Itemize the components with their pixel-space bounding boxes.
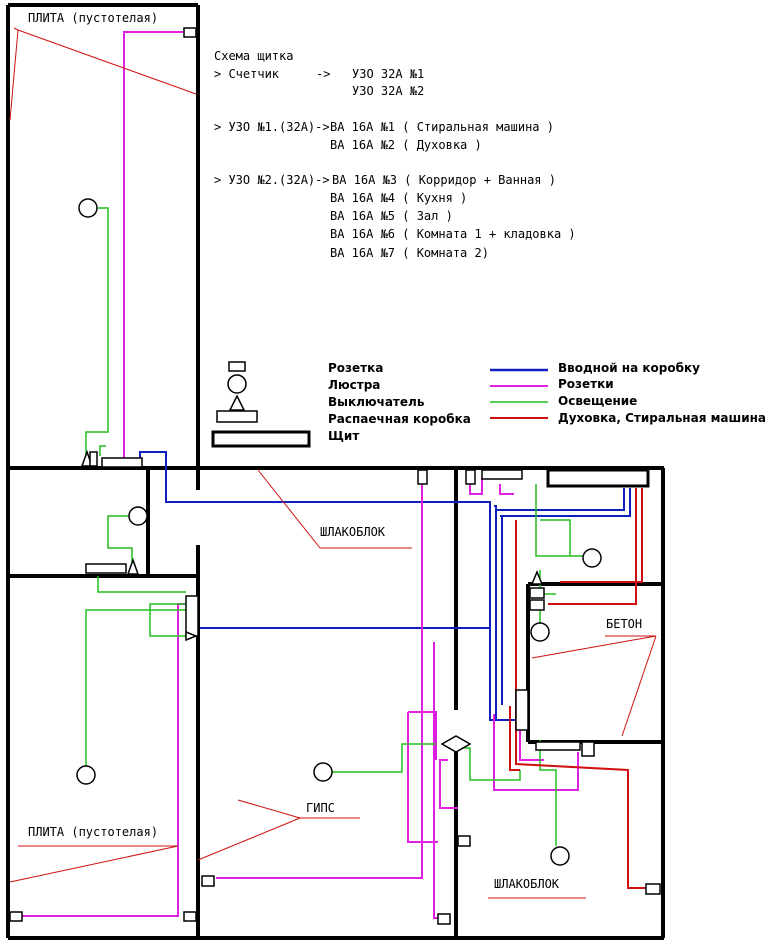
chandelier-icon	[227, 374, 247, 394]
wires-legend: Вводной на коробку Розетки Освещение Дух…	[490, 361, 766, 425]
socket-icons	[9, 27, 661, 925]
leader-lines	[9, 27, 657, 899]
socket-icon	[645, 883, 661, 895]
uzo2-item: ВА 16А №5 ( Зал )	[330, 209, 453, 223]
socket-icon	[183, 911, 197, 922]
socket-icon	[529, 587, 545, 599]
legend-junction-box: Распаечная коробка	[328, 412, 471, 426]
legend-wire-sockets: Розетки	[558, 377, 614, 391]
junction-box-icons	[85, 457, 523, 753]
socket-icon	[581, 741, 595, 757]
socket-icon	[183, 27, 197, 38]
symbols-legend-labels: Розетка Люстра Выключатель Распаечная ко…	[328, 361, 471, 443]
junction-box-icon	[101, 457, 143, 468]
chandelier-icon	[78, 198, 98, 218]
uzo2-item: ВА 16А №4 ( Кухня )	[330, 191, 467, 205]
switch-icons	[80, 449, 544, 642]
socket-icon	[465, 469, 476, 485]
junction-box-icon	[481, 469, 523, 480]
legend-chandelier: Люстра	[328, 378, 380, 392]
label-beton: БЕТОН	[606, 617, 642, 631]
legend-wire-lighting: Освещение	[558, 394, 637, 408]
socket-icon	[9, 911, 23, 922]
chandelier-icon	[128, 506, 148, 526]
junction-box-icon	[216, 410, 258, 423]
socket-icon	[201, 875, 215, 887]
panel-scheme: Схема щитка > Счетчик -> УЗО 32А №1 УЗО …	[214, 49, 576, 260]
socket-icon	[185, 595, 199, 637]
legend-wire-input: Вводной на коробку	[558, 361, 700, 375]
chandelier-icon	[582, 548, 602, 568]
legend-panel: Щит	[328, 429, 359, 443]
uzo1-item: ВА 16А №1 ( Стиральная машина )	[330, 120, 554, 134]
socket-icon	[529, 599, 545, 611]
scheme-meter-arrow: ->	[316, 67, 330, 81]
panel-icon	[211, 430, 311, 448]
uzo2-item: ВА 16А №6 ( Комната 1 + кладовка )	[330, 227, 576, 241]
socket-icon	[228, 361, 246, 372]
scheme-title: Схема щитка	[214, 49, 293, 63]
scheme-uzo2: УЗО 32А №2	[352, 84, 424, 98]
switch-icon	[530, 570, 544, 585]
chandelier-icon	[76, 765, 96, 785]
switch-icon	[185, 630, 199, 642]
label-gips: ГИПС	[306, 801, 335, 815]
chandelier-icons	[76, 198, 602, 866]
symbols-legend	[211, 361, 311, 448]
wires-input	[139, 451, 631, 721]
chandelier-icon	[530, 622, 550, 642]
junction-box-icon	[85, 563, 127, 574]
uzo1-item: ВА 16А №2 ( Духовка )	[330, 138, 482, 152]
switch-icon	[228, 394, 246, 411]
uzo2-item: ВА 16А №3 ( Корридор + Ванная )	[332, 173, 556, 187]
label-plita-top: ПЛИТА (пустотелая)	[28, 11, 158, 25]
switch-icon	[89, 451, 98, 467]
label-plita-bottom: ПЛИТА (пустотелая)	[28, 825, 158, 839]
socket-icon	[417, 469, 428, 485]
chandelier-icon	[550, 846, 570, 866]
scheme-meter: > Счетчик	[214, 67, 280, 81]
wires-lighting	[85, 207, 588, 846]
socket-icon	[457, 835, 471, 847]
socket-icon	[535, 741, 581, 751]
uzo2-item: ВА 16А №7 ( Комната 2)	[330, 246, 489, 260]
electrical-panel	[546, 468, 650, 488]
legend-wire-power: Духовка, Стиральная машина	[558, 411, 766, 425]
uzo1-head: > УЗО №1.(32А)->	[214, 120, 330, 134]
switch-icon	[126, 557, 140, 575]
socket-icon	[515, 689, 529, 731]
junction-box-icon	[440, 735, 472, 753]
label-shlakoblok-mid: ШЛАКОБЛОК	[320, 525, 386, 539]
chandelier-icon	[313, 762, 333, 782]
wires-power	[509, 488, 648, 889]
legend-socket: Розетка	[328, 361, 383, 375]
uzo2-head: > УЗО №2.(32А)->	[214, 173, 330, 187]
socket-icon	[437, 913, 451, 925]
wall-labels: ПЛИТА (пустотелая) ШЛАКОБЛОК БЕТОН ГИПС …	[28, 11, 642, 891]
walls	[6, 3, 665, 940]
scheme-uzo1: УЗО 32А №1	[352, 67, 424, 81]
legend-switch: Выключатель	[328, 395, 425, 409]
label-shlakoblok-bottom: ШЛАКОБЛОК	[494, 877, 560, 891]
